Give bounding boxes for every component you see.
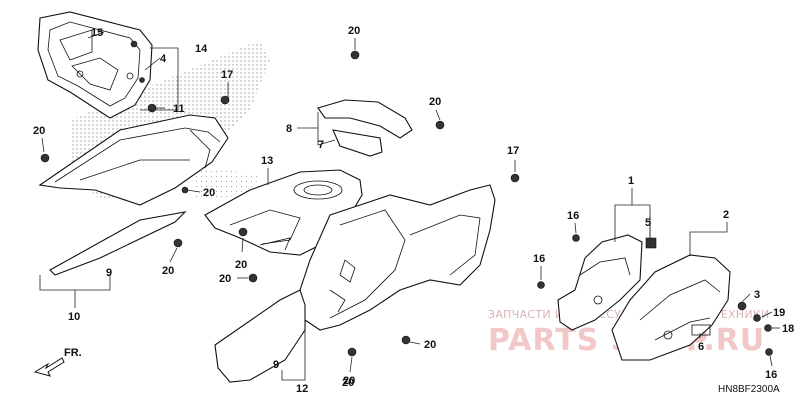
callout-17-upper: 17 [221,69,233,81]
callout-20-top-right: 20 [429,96,441,108]
callout-12: 12 [296,383,308,395]
callout-20-left: 20 [33,125,45,137]
bracket-1 [557,234,657,331]
callout-14: 14 [195,43,208,55]
callout-19: 19 [773,307,785,319]
front-direction-label: FR. [64,347,82,359]
dotted-shading-lower [195,165,260,200]
diagram-code: HN8BF2300A [718,384,780,395]
cover-2 [611,254,731,361]
callout-6: 6 [698,341,704,353]
callout-16-mid: 16 [533,253,545,265]
callout-16-upper: 16 [567,210,579,222]
callout-2: 2 [723,209,729,221]
callout-20-bottom: 20 [343,375,355,387]
callout-15: 15 [91,27,103,39]
leader-lines [39,31,780,381]
main-shroud-12 [299,184,496,331]
callout-20-mid-left: 20 [203,187,215,199]
callout-3: 3 [754,289,760,301]
callouts: 15 14 4 11 17 20 20 8 7 20 20 17 13 20 2… [33,25,794,395]
callout-1: 1 [628,175,634,187]
callout-20-top: 20 [348,25,360,37]
callout-5: 5 [645,217,651,229]
callout-20-lower-mid: 20 [219,273,231,285]
callout-10: 10 [68,311,80,323]
fasteners [40,50,773,357]
trim-strip-9-lower [214,289,306,383]
callout-17-right: 17 [507,145,519,157]
callout-4: 4 [160,53,167,65]
panel-14-assembly [37,11,153,119]
side-cover-left [38,103,229,206]
callout-7: 7 [318,139,324,151]
callout-20-lower-left: 20 [162,265,174,277]
front-direction-indicator: FR. [33,347,82,377]
callout-11: 11 [173,103,185,115]
front-arrow-icon [33,357,65,377]
trim-strip-9 [49,211,187,276]
callout-18: 18 [782,323,794,335]
callout-9-lower: 9 [273,359,279,371]
callout-13: 13 [261,155,273,167]
callout-8: 8 [286,123,292,135]
callout-9-left: 9 [106,267,112,279]
bracket-7-8 [317,99,413,157]
callout-16-lower: 16 [765,369,777,381]
callout-20-lower-center: 20 [235,259,247,271]
callout-20-under-shroud: 20 [342,377,354,389]
callout-20-bottom-right: 20 [424,339,436,351]
